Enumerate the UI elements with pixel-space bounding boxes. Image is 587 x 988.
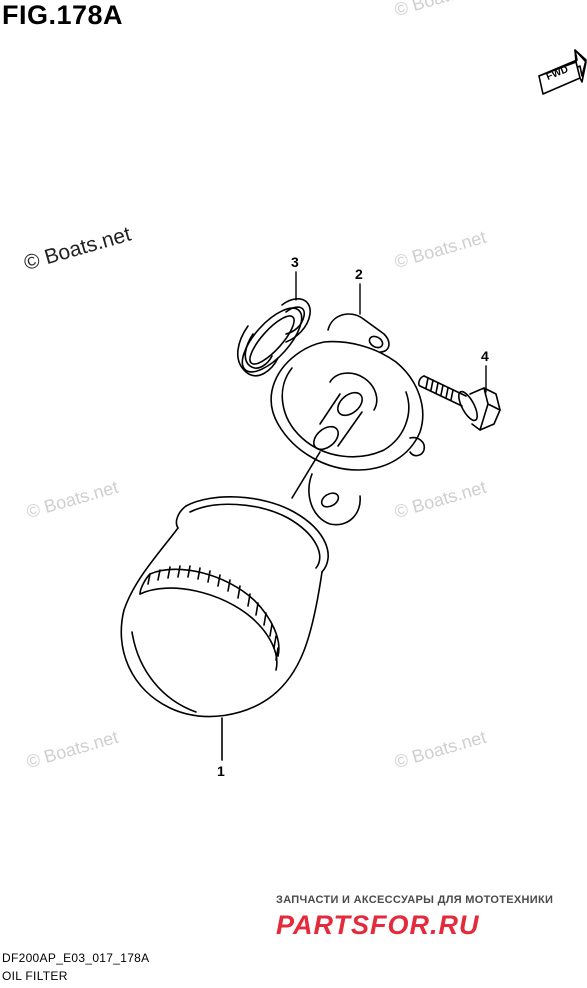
callout-1: 1 xyxy=(217,763,225,779)
filter-adapter xyxy=(270,313,426,526)
oil-filter xyxy=(120,496,329,761)
promo-logo: PARTSFOR.RU xyxy=(276,910,480,940)
callout-4: 4 xyxy=(481,348,489,364)
callout-2: 2 xyxy=(355,266,363,282)
callout-3: 3 xyxy=(291,254,299,270)
o-ring xyxy=(237,298,311,377)
fwd-arrow-icon xyxy=(538,49,587,95)
section-name: OIL FILTER xyxy=(2,969,68,983)
leader-lines xyxy=(295,271,487,393)
promo-tagline: ЗАПЧАСТИ И АКСЕССУАРЫ ДЛЯ МОТОТЕХНИКИ xyxy=(276,894,554,906)
figure-title: FIG.178A xyxy=(2,0,124,30)
drawing-code: DF200AP_E03_017_178A xyxy=(2,951,150,965)
bolt xyxy=(418,375,501,431)
